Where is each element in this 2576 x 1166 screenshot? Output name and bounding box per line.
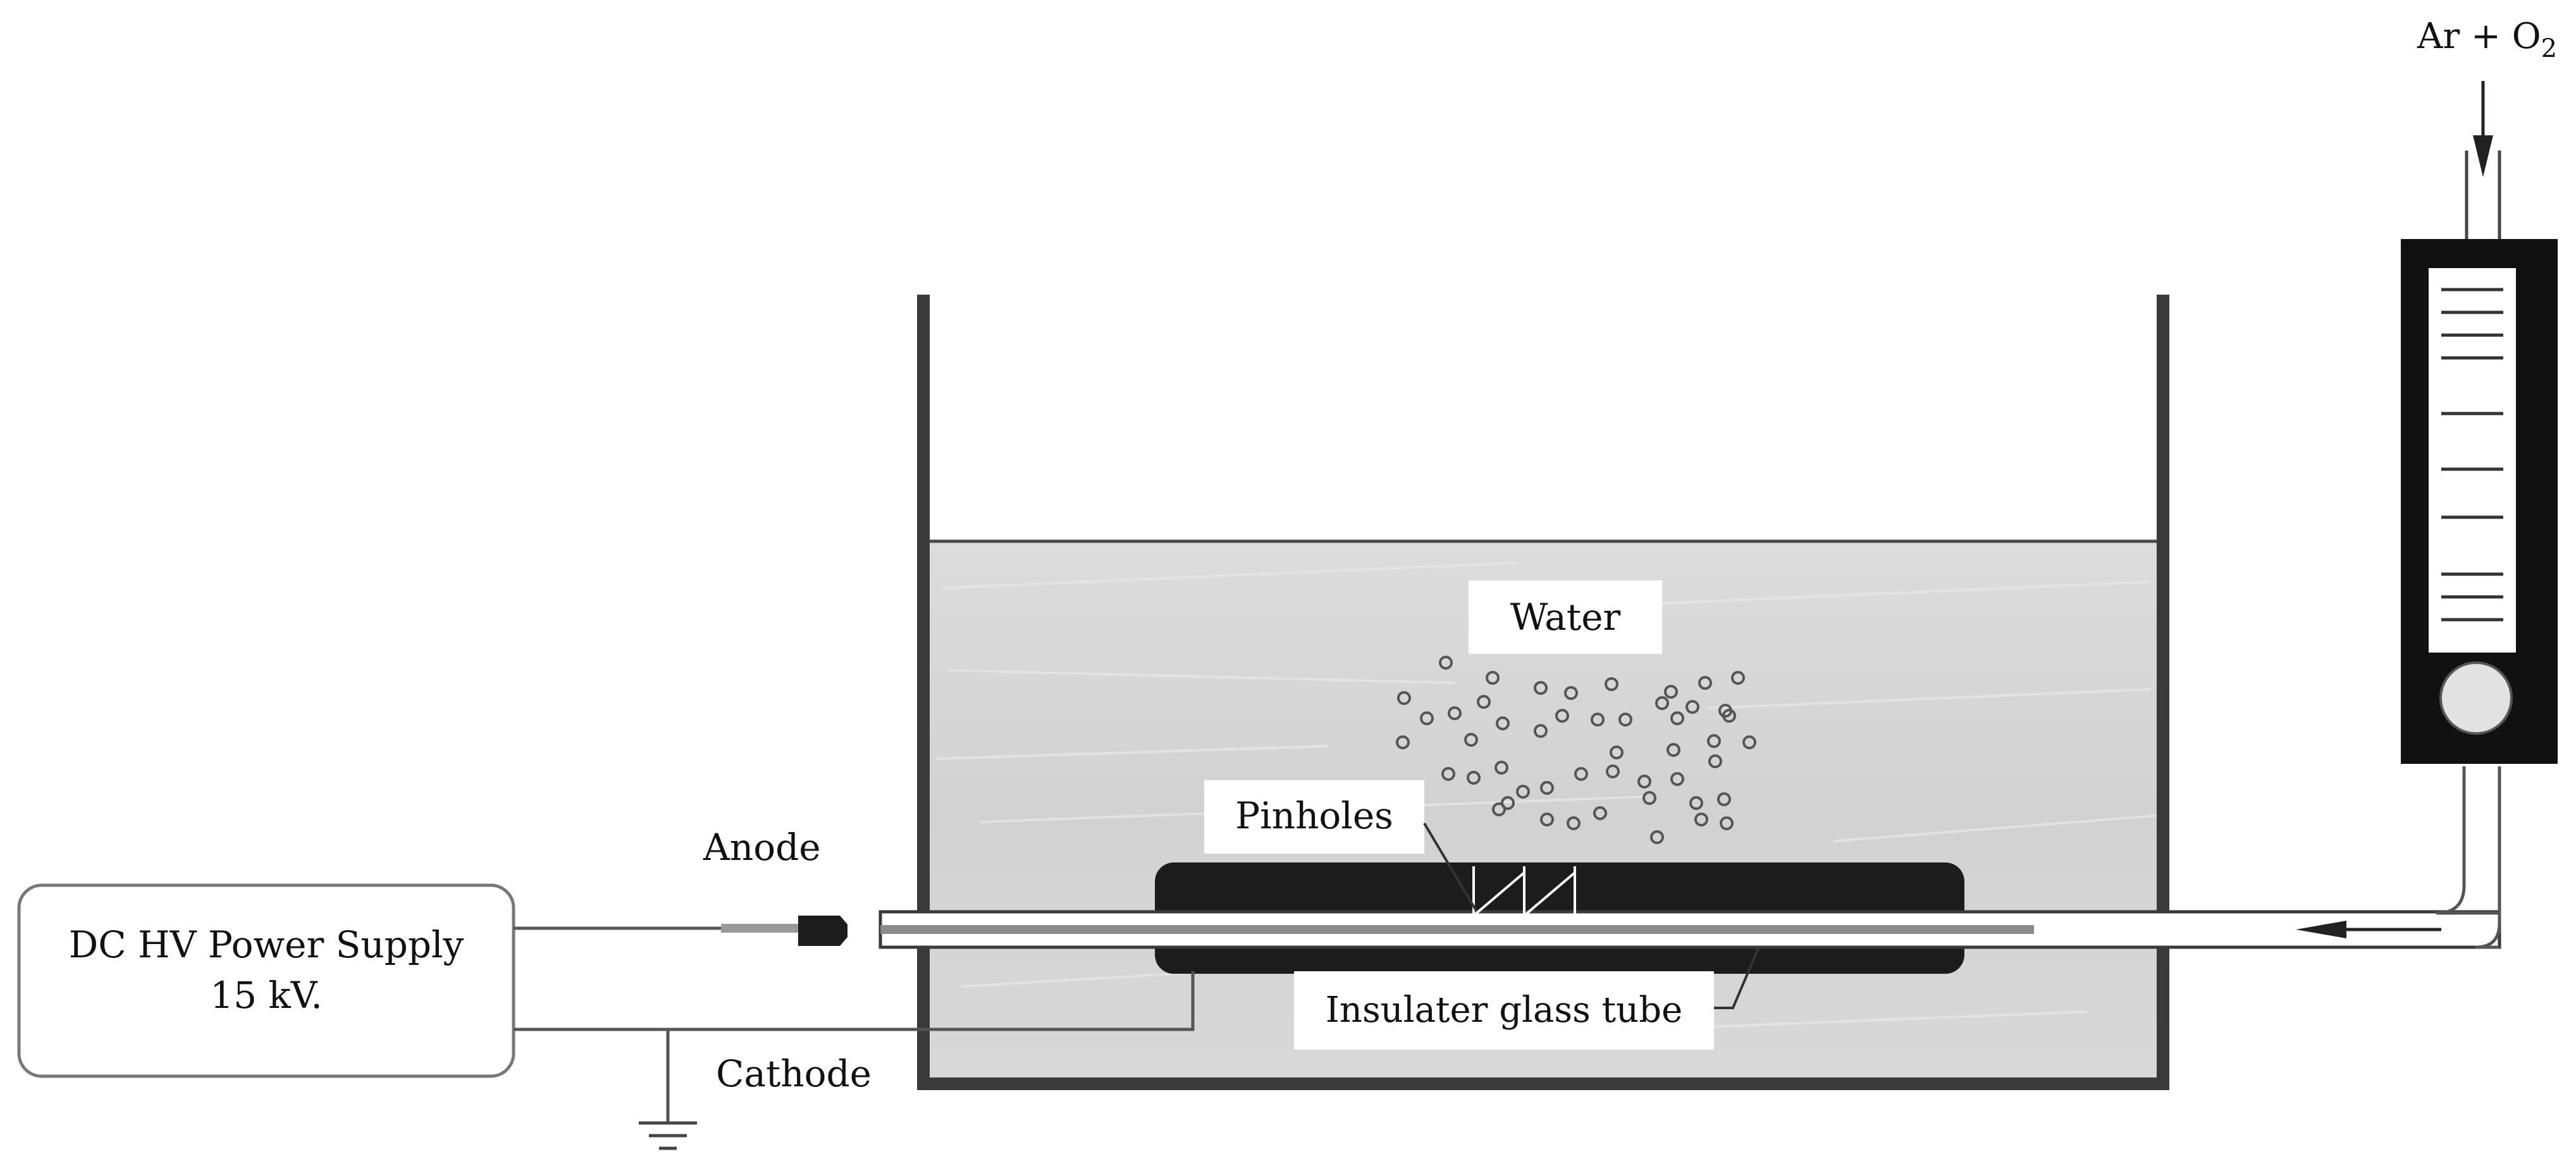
bubble	[1722, 709, 1736, 723]
bubble	[1667, 743, 1680, 757]
bubble	[1605, 677, 1618, 691]
bubble	[1642, 791, 1656, 805]
bubble	[1486, 671, 1500, 685]
bubble	[1637, 775, 1651, 789]
bubble	[1664, 685, 1678, 699]
bubble	[1655, 696, 1669, 710]
insulator-label-bg	[1294, 971, 1714, 1050]
bubble	[1439, 656, 1453, 670]
bubble	[1441, 767, 1455, 781]
insulator-label: Insulater glass tube	[1326, 990, 1682, 1031]
bubble	[1670, 711, 1684, 725]
tank-wall-right	[2157, 295, 2169, 1090]
bubble	[1650, 830, 1664, 844]
flow-arrow-icon	[2296, 921, 2346, 938]
arrow-down-icon	[2473, 135, 2493, 177]
bubble	[1708, 754, 1722, 768]
power-supply-voltage: 15 kV.	[210, 974, 323, 1017]
cathode-label: Cathode	[716, 1052, 872, 1095]
water-label: Water	[1510, 596, 1621, 639]
bubble	[1494, 761, 1508, 775]
bubble	[1501, 796, 1515, 810]
bubble	[1618, 713, 1632, 727]
bubble	[1396, 735, 1410, 749]
bubble	[1464, 733, 1478, 747]
bubble	[1540, 781, 1554, 795]
bubble	[1717, 792, 1731, 806]
pinholes-marks	[1472, 866, 1576, 917]
bubble	[1564, 686, 1578, 700]
bubble	[1606, 764, 1620, 778]
bubble	[1467, 771, 1481, 785]
gas-inlet-label: Ar + O2	[2417, 16, 2557, 63]
bubble	[1742, 735, 1756, 749]
bubble	[1698, 676, 1712, 690]
tank-floor	[917, 1077, 2169, 1090]
pinholes-label-bg	[1204, 780, 1424, 854]
bubble	[1496, 716, 1510, 730]
bubble	[1540, 813, 1554, 826]
bubble	[1534, 681, 1548, 695]
bubble	[1397, 691, 1411, 705]
bubble	[1574, 767, 1588, 781]
glass-tube	[878, 910, 2501, 949]
bubble	[1477, 695, 1491, 709]
bubble	[1555, 709, 1569, 723]
bubble	[1707, 734, 1721, 748]
bubble	[1731, 671, 1745, 685]
ground-symbol-icon	[639, 1121, 697, 1150]
power-supply-label: DC HV Power Supply	[69, 923, 464, 966]
anode-wire	[514, 916, 847, 946]
insulator-leader	[1714, 948, 1759, 1009]
bubble	[1694, 813, 1708, 826]
bubble	[1685, 700, 1699, 714]
bubble	[1516, 785, 1530, 799]
bubbles	[1396, 656, 1756, 844]
gas-feed-line	[2436, 766, 2501, 949]
bubble	[1720, 816, 1734, 830]
bubble	[1610, 746, 1624, 759]
pinholes-leader	[1423, 822, 1477, 912]
bubble	[1534, 724, 1548, 738]
bubble	[1420, 711, 1434, 725]
bubble	[1448, 706, 1462, 720]
pinholes-label: Pinholes	[1235, 794, 1393, 837]
flowmeter-icon	[2401, 81, 2558, 764]
bubble	[1492, 802, 1506, 816]
bubble	[1689, 796, 1703, 810]
water-label-bg	[1469, 580, 1662, 654]
tank-wall-left	[917, 295, 930, 1090]
cathode-wire	[514, 971, 1195, 1123]
bubble	[1593, 806, 1607, 820]
bubble	[1591, 713, 1605, 727]
bubble	[1670, 772, 1684, 786]
anode-label: Anode	[703, 826, 821, 869]
bubble	[1567, 816, 1581, 830]
